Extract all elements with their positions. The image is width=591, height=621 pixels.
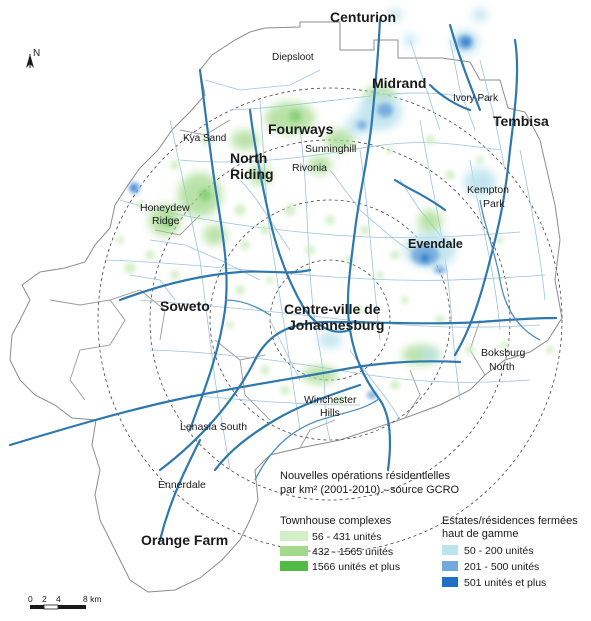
legend-townhouse: Townhouse complexes 56 - 431 unités 432 … — [280, 515, 400, 573]
scale-tick-2: 2 — [42, 594, 47, 604]
place-diepsloot: Diepsloot — [272, 52, 314, 63]
place-kempton-line1: Kempton — [467, 184, 509, 196]
legend-townhouse-swatch-3 — [280, 561, 308, 571]
place-ennerdale: Ennerdale — [158, 479, 206, 491]
place-boksburg-line2: North — [489, 361, 515, 373]
place-fourways: Fourways — [268, 121, 334, 137]
place-labels: Centurion Diepsloot Midrand Ivory Park T… — [140, 9, 549, 548]
legend-townhouse-label-2: 432 - 1565 unités — [312, 546, 393, 558]
place-kempton-line2: Park — [483, 198, 505, 210]
legend-townhouse-swatch-1 — [280, 531, 308, 541]
legend-estates-label-1: 50 - 200 unités — [464, 545, 533, 557]
legend-townhouse-label-3: 1566 unités et plus — [312, 561, 400, 573]
legend-estates-heading-2: haut de gamme — [442, 528, 518, 540]
legend-townhouse-swatch-2 — [280, 546, 308, 556]
legend-title-line1: Nouvelles opérations résidentielles — [280, 470, 450, 482]
legend-townhouse-heading: Townhouse complexes — [280, 515, 392, 527]
estate-density-blobs — [130, 9, 496, 399]
place-winchester-line1: Winchester — [304, 394, 357, 406]
place-rivonia: Rivonia — [292, 162, 327, 174]
legend-title-line2: par km² (2001-2010) - source GCRO — [280, 484, 460, 496]
place-honeydew-line2: Ridge — [152, 215, 180, 227]
legend-townhouse-label-1: 56 - 431 unités — [312, 531, 381, 543]
legend-estates-label-3: 501 unités et plus — [464, 577, 546, 589]
street-network — [104, 39, 546, 471]
place-sunninghill: Sunninghill — [305, 143, 356, 155]
legend-estates-swatch-1 — [442, 545, 458, 555]
place-lenasia-south: Lenasia South — [180, 421, 247, 433]
place-centurion: Centurion — [330, 9, 396, 25]
place-north-riding-line2: Riding — [230, 166, 274, 182]
scale-bar: 0 2 4 8 km — [28, 594, 101, 610]
place-ivory-park: Ivory Park — [453, 93, 499, 104]
north-label: N — [33, 48, 40, 59]
place-soweto: Soweto — [160, 298, 210, 314]
place-winchester-line2: Hills — [320, 407, 340, 419]
place-evendale: Evendale — [408, 237, 463, 251]
place-kya-sand: Kya Sand — [183, 133, 226, 144]
place-tembisa: Tembisa — [493, 113, 549, 129]
north-arrow: N — [26, 48, 40, 68]
municipal-boundary — [9, 21, 563, 593]
place-cbd-line2: Johannesburg — [288, 317, 384, 333]
major-roads — [8, 18, 558, 542]
railway-lines — [224, 199, 541, 481]
place-cbd-line1: Centre-ville de — [284, 301, 381, 317]
place-midrand: Midrand — [372, 75, 426, 91]
scale-tick-0: 0 — [28, 594, 33, 604]
place-honeydew-line1: Honeydew — [140, 202, 190, 214]
scale-tick-4: 4 — [56, 594, 61, 604]
legend-estates-swatch-2 — [442, 561, 458, 571]
place-boksburg-line1: Boksburg — [481, 347, 526, 359]
legend-estates: Estates/résidences fermées haut de gamme… — [442, 515, 578, 589]
place-orange-farm: Orange Farm — [141, 532, 228, 548]
scale-tick-8: 8 km — [83, 594, 101, 604]
legend-estates-label-2: 201 - 500 unités — [464, 561, 539, 573]
legend-estates-swatch-3 — [442, 577, 458, 587]
place-north-riding-line1: North — [230, 150, 267, 166]
legend-estates-heading-1: Estates/résidences fermées — [442, 515, 578, 527]
